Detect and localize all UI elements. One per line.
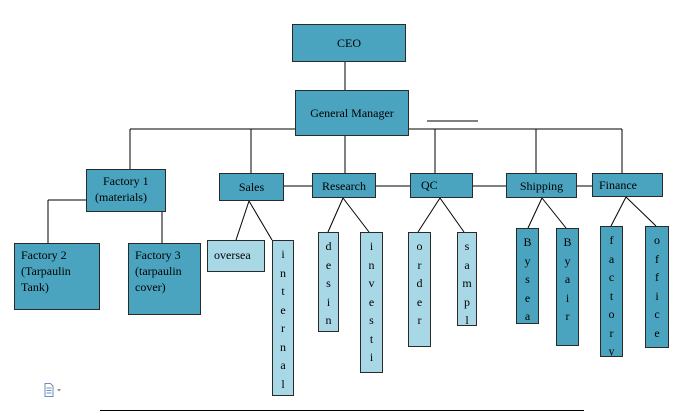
by-air-char: i xyxy=(565,290,570,305)
qc-box: QC xyxy=(410,173,473,198)
by-air-char: r xyxy=(565,309,570,323)
factory-char: a xyxy=(608,251,615,266)
sampl-char: a xyxy=(464,257,470,272)
office-char: c xyxy=(654,307,660,321)
research-label: Research xyxy=(322,178,366,193)
sampl-box: s a m p l xyxy=(457,232,477,326)
general-manager-box: General Manager xyxy=(295,90,409,136)
ceo-label: CEO xyxy=(337,36,361,50)
desin-char: e xyxy=(325,257,332,272)
office-box: o f f i c e xyxy=(645,226,669,348)
finance-box: Finance xyxy=(592,173,663,197)
office-char: e xyxy=(654,325,660,340)
internal-char: n xyxy=(280,265,286,280)
factory3-line3: cover) xyxy=(135,280,166,294)
desin-char: i xyxy=(326,294,331,309)
factory-char: y xyxy=(608,344,615,357)
investi-char: n xyxy=(368,257,375,272)
by-air-box: B y a i r xyxy=(556,228,579,346)
oversea-box: oversea xyxy=(207,240,265,272)
office-char: i xyxy=(655,288,659,303)
desin-char: s xyxy=(326,276,331,290)
internal-char: n xyxy=(280,339,286,354)
investi-char: v xyxy=(368,276,375,290)
by-sea-char: s xyxy=(525,272,530,286)
office-char: f xyxy=(655,270,659,284)
internal-char: r xyxy=(281,321,285,335)
investi-box: i n v e s t i xyxy=(360,232,383,373)
factory-char: f xyxy=(609,233,614,247)
investi-char: t xyxy=(369,331,374,346)
factory3-box: Factory 3 (tarpaulin cover) xyxy=(128,243,201,315)
factory3-line1: Factory 3 xyxy=(135,248,181,262)
factory-char: t xyxy=(609,288,614,303)
internal-char: t xyxy=(281,284,285,298)
by-sea-char: a xyxy=(524,309,531,323)
internal-char: e xyxy=(280,302,286,317)
shipping-box: Shipping xyxy=(506,173,577,198)
sales-box: Sales xyxy=(219,173,284,201)
desin-char: n xyxy=(325,313,332,327)
factory2-line3: Tank) xyxy=(21,280,49,294)
factory1-line2: (materials) xyxy=(95,190,147,204)
ceo-box: CEO xyxy=(292,24,406,62)
oversea-label: oversea xyxy=(214,248,251,262)
internal-char: l xyxy=(281,376,285,391)
bottom-rule xyxy=(100,410,584,411)
research-box: Research xyxy=(312,173,376,198)
internal-box: i n t e r n a l xyxy=(272,240,294,396)
factory2-box: Factory 2 (Tarpaulin Tank) xyxy=(14,243,100,310)
general-manager-label: General Manager xyxy=(310,106,394,120)
factory3-line2: (tarpaulin xyxy=(135,264,182,278)
desin-char: d xyxy=(325,239,332,253)
sampl-char: s xyxy=(464,239,470,253)
finance-label: Finance xyxy=(599,178,637,192)
by-air-char: y xyxy=(564,253,571,268)
shipping-label: Shipping xyxy=(519,178,564,193)
factory-char: o xyxy=(608,307,615,321)
investi-char: s xyxy=(369,313,374,327)
by-sea-char: B xyxy=(523,235,532,249)
internal-char: a xyxy=(280,358,286,372)
by-sea-char: y xyxy=(524,253,531,268)
factory-char: r xyxy=(609,325,614,340)
by-sea-box: B y s e a xyxy=(516,228,539,324)
investi-char: e xyxy=(368,294,375,309)
office-char: f xyxy=(655,251,659,266)
by-air-char: B xyxy=(563,235,572,249)
factory2-line2: (Tarpaulin xyxy=(21,264,71,278)
factory1-line1: Factory 1 xyxy=(103,174,149,188)
by-air-char: a xyxy=(564,272,571,286)
order-box: o r d e r xyxy=(408,232,431,347)
order-char: d xyxy=(416,276,423,290)
factory2-line1: Factory 2 xyxy=(21,248,67,262)
office-char: o xyxy=(654,233,660,247)
factory-box: f a c t o r y xyxy=(600,226,623,357)
order-char: r xyxy=(417,313,422,327)
order-char: r xyxy=(417,257,422,272)
investi-char: i xyxy=(369,350,374,364)
sales-label: Sales xyxy=(238,180,265,194)
order-char: e xyxy=(416,294,423,309)
sampl-char: p xyxy=(464,294,470,309)
by-sea-char: e xyxy=(524,290,531,305)
factory1-box: Factory 1 (materials) xyxy=(86,169,166,212)
desin-box: d e s i n xyxy=(318,232,339,332)
internal-char: i xyxy=(281,247,285,261)
factory-char: c xyxy=(608,270,615,284)
qc-label: QC xyxy=(421,178,438,192)
sampl-char: m xyxy=(462,276,472,290)
document-icon[interactable] xyxy=(44,383,64,397)
investi-char: i xyxy=(369,239,374,253)
order-char: o xyxy=(416,239,423,253)
sampl-char: l xyxy=(465,313,469,326)
